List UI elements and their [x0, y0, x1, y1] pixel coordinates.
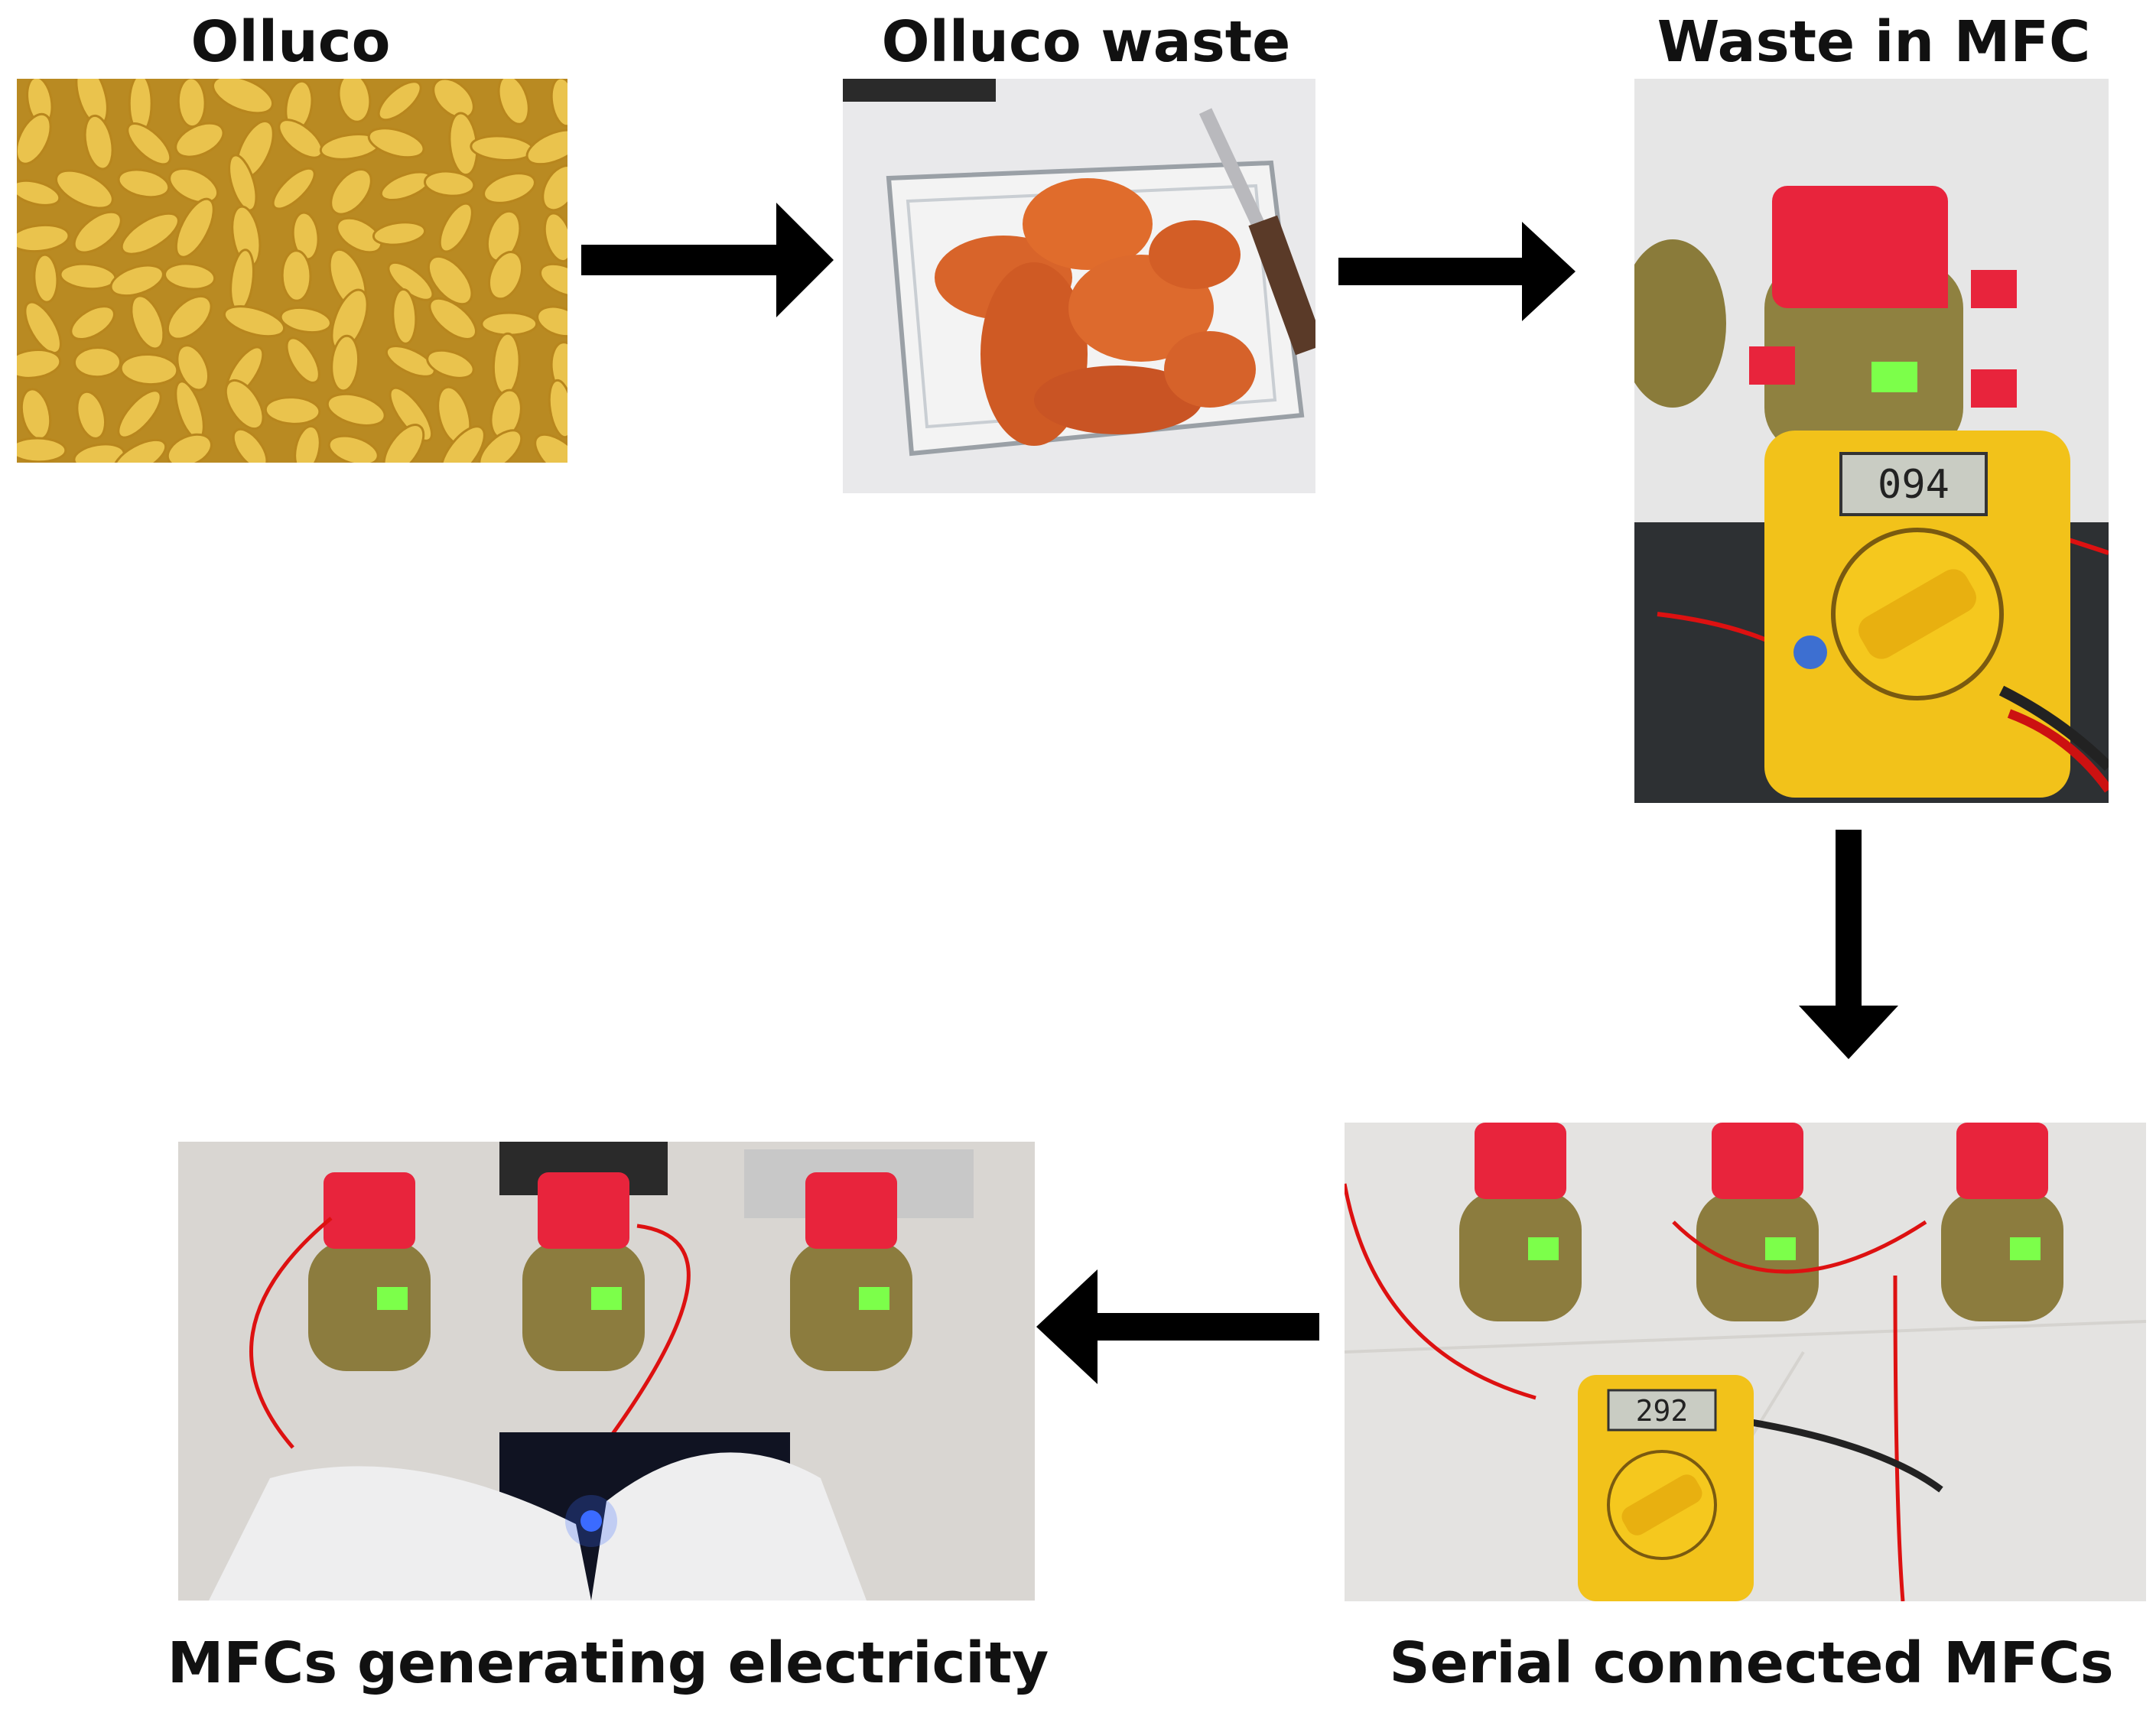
serial-meter-display: 292: [1636, 1394, 1689, 1428]
step-olluco-title: Olluco: [190, 9, 391, 75]
waste-in-mfc-photo: 094: [1634, 79, 2109, 803]
serial-mfcs-photo: 292: [1345, 1123, 2146, 1601]
arrow-waste-to-mfc: [1338, 222, 1576, 321]
mfcs-electricity-photo: [178, 1142, 1035, 1601]
olluco-photo: [17, 79, 567, 463]
arrow-serial-to-electricity: [1036, 1269, 1319, 1384]
mfc-meter-display: 094: [1878, 462, 1950, 508]
step-waste-in-mfc-title: Waste in MFC: [1657, 9, 2091, 75]
step-mfcs-electricity-title: MFCs generating electricity: [167, 1630, 1049, 1696]
step-serial-mfcs-title: Serial connected MFCs: [1389, 1630, 2114, 1696]
olluco-waste-photo: [843, 79, 1315, 493]
arrow-mfc-to-serial: [1799, 830, 1898, 1059]
arrow-olluco-to-waste: [581, 203, 834, 317]
step-olluco-waste-title: Olluco waste: [881, 9, 1291, 75]
